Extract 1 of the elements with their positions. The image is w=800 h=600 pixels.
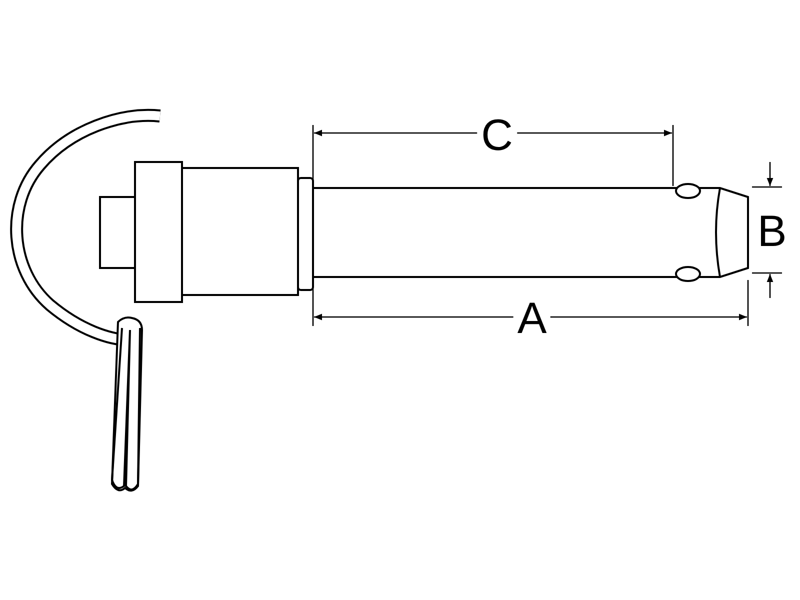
dimension-label: B — [756, 210, 788, 254]
